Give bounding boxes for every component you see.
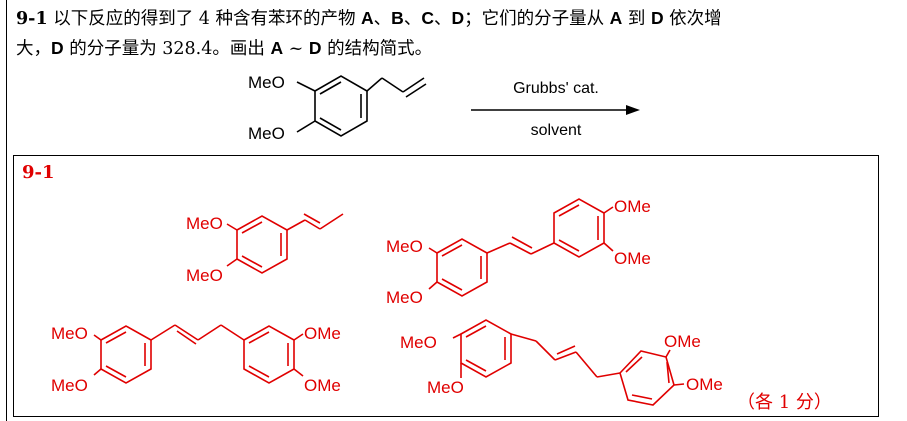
svg-text:OMe: OMe	[304, 324, 341, 343]
reactant-o-bond-top	[296, 81, 316, 92]
question-number: 9-1	[16, 9, 48, 29]
svg-text:OMe: OMe	[614, 197, 651, 216]
svg-text:MeO: MeO	[186, 266, 223, 285]
svg-text:MeO: MeO	[400, 333, 437, 352]
svg-text:MeO: MeO	[51, 324, 88, 343]
reactant-allyl-chain	[366, 77, 383, 92]
reactant-structure	[296, 75, 427, 137]
svg-text:MeO: MeO	[51, 376, 88, 395]
svg-text:OMe: OMe	[614, 249, 651, 268]
reagent-above-arrow: Grubbs' cat.	[513, 80, 599, 97]
svg-text:OMe: OMe	[686, 375, 723, 394]
reaction-arrow	[471, 105, 640, 115]
svg-text:MeO: MeO	[386, 237, 423, 256]
svg-text:MeO: MeO	[427, 378, 464, 397]
question-text: 9-1 以下反应的得到了 4 种含有苯环的产物 A、B、C、D；它们的分子量从 …	[16, 8, 722, 59]
reagent-below-arrow: solvent	[531, 122, 582, 139]
reactant-o-bond-bottom	[296, 120, 316, 133]
score-note: （各 1 分）	[737, 392, 832, 413]
reactant-meo-bottom: MeO	[248, 124, 285, 143]
product-b-structure	[428, 198, 614, 297]
product-c-structure	[93, 324, 304, 384]
svg-text:OMe: OMe	[664, 332, 701, 351]
svg-text:MeO: MeO	[386, 288, 423, 307]
svg-text:OMe: OMe	[304, 376, 341, 395]
product-d-structure	[452, 319, 685, 406]
answer-label: 9-1	[22, 162, 55, 183]
answer-box	[13, 155, 879, 417]
left-margin-rule	[6, 0, 7, 421]
product-a-structure	[226, 213, 344, 274]
reactant-benzene-ring	[314, 75, 368, 137]
reactant-meo-top: MeO	[248, 73, 285, 92]
svg-text:MeO: MeO	[186, 214, 223, 233]
